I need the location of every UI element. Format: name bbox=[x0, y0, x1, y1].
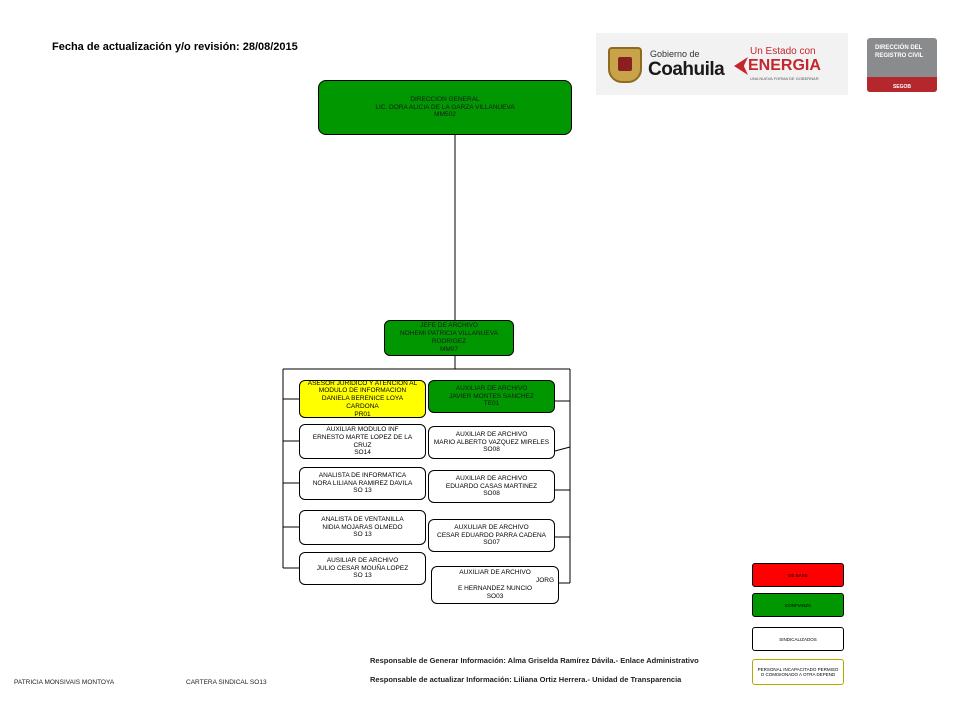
aux-modulo-title: AUXILIAR MODULO INF bbox=[326, 425, 399, 433]
box-auxiliar-parra: AUXULIAR DE ARCHIVO CESAR EDUARDO PARRA … bbox=[428, 519, 555, 552]
asesor-name-2: CARDONA bbox=[346, 402, 379, 410]
registro-line1: DIRECCIÓN DEL bbox=[875, 45, 923, 51]
legend-personal-incapacitado: PERSONAL INCAPACITADO PERMISO O COMISION… bbox=[752, 659, 844, 685]
aux-montes-name: JAVIER MONTES SANCHEZ bbox=[449, 392, 534, 400]
aux-parra-code: SO07 bbox=[483, 539, 500, 547]
aux-mouna-title: AUSILIAR DE ARCHIVO bbox=[326, 556, 399, 564]
analista-inf-code: SO 13 bbox=[353, 487, 372, 495]
aux-modulo-name-2: CRUZ bbox=[353, 441, 372, 449]
box-auxiliar-vazquez: AUXILIAR DE ARCHIVO MARIO ALBERTO VAZQUE… bbox=[428, 426, 555, 459]
aux-hernandez-code: SO03 bbox=[486, 592, 504, 600]
legend-personal-line2: O COMISIONADO A OTRA DEPEND bbox=[760, 672, 836, 677]
responsable-generar: Responsable de Generar Información: Alma… bbox=[370, 656, 699, 665]
energia-tagline: UNA NUEVA FORMA DE GOBERNAR bbox=[750, 76, 819, 81]
footer-cartera: CARTERA SINDICAL SO13 bbox=[186, 679, 267, 686]
box-direccion-general: DIRECCION GENERAL LIC. DORA ALICIA DE LA… bbox=[318, 80, 572, 135]
box-auxiliar-mouna: AUSILIAR DE ARCHIVO JULIO CESAR MOUÑA LO… bbox=[299, 552, 426, 585]
box-asesor-juridico: ASESOR JURIDICO Y ATENCION AL MODULO DE … bbox=[299, 380, 426, 418]
footer-name: PATRICIA MONSIVAIS MONTOYA bbox=[14, 679, 115, 686]
analista-vent-title: ANALISTA DE VENTANILLA bbox=[321, 515, 404, 523]
aux-mouna-name: JULIO CESAR MOUÑA LOPEZ bbox=[316, 564, 409, 572]
aux-vazquez-name: MARIO ALBERTO VAZQUEZ MIRELES bbox=[433, 438, 550, 446]
aux-casas-title: AUXILIAR DE ARCHIVO bbox=[455, 474, 528, 482]
analista-vent-name: NIDIA MOJARAS OLMEDO bbox=[322, 523, 403, 531]
asesor-title-2: MODULO DE INFORMACION bbox=[318, 387, 407, 395]
gobierno-small-text: Gobierno de bbox=[650, 49, 700, 59]
aux-montes-title: AUXILIAR DE ARCHIVO bbox=[455, 384, 528, 392]
director-name: LIC. DORA ALICIA DE LA GARZA VILLANUEVA bbox=[375, 103, 515, 111]
update-date: Fecha de actualización y/o revisión: 28/… bbox=[52, 41, 298, 53]
legend-personal-line1: PERSONAL INCAPACITADO PERMISO bbox=[757, 667, 839, 672]
energia-big-text: ENERGIA bbox=[748, 57, 821, 74]
aux-hernandez-name-2: E HERNANDEZ NUNCIO bbox=[457, 585, 533, 592]
box-auxiliar-hernandez: AUXILIAR DE ARCHIVO JORG E HERNANDEZ NUN… bbox=[431, 566, 559, 604]
logo-strip: Gobierno de Coahuila Un Estado con ENERG… bbox=[596, 33, 848, 95]
director-title: DIRECCION GENERAL bbox=[410, 95, 480, 103]
registro-line2: REGISTRO CIVIL bbox=[875, 53, 924, 59]
box-jefe-archivo: JEFE DE ARCHIVO NOHEMI PATRICIA VILLANUE… bbox=[384, 320, 514, 356]
aux-parra-name: CESAR EDUARDO PARRA CADENA bbox=[437, 531, 546, 539]
aux-modulo-name-1: ERNESTO MARTE LOPEZ DE LA bbox=[312, 433, 413, 441]
aux-modulo-code: SO14 bbox=[354, 449, 371, 457]
gobierno-coahuila-logo: Gobierno de Coahuila bbox=[608, 43, 734, 87]
estado-energia-logo: Un Estado con ENERGIA UNA NUEVA FORMA DE… bbox=[734, 43, 832, 87]
responsable-actualizar: Responsable de actualizar Información: L… bbox=[370, 675, 682, 684]
legend-de-base: DE BASE bbox=[752, 563, 844, 587]
director-code: MM502 bbox=[434, 111, 456, 119]
gobierno-big-text: Coahuila bbox=[648, 59, 725, 80]
box-auxiliar-modulo: AUXILIAR MODULO INF ERNESTO MARTE LOPEZ … bbox=[299, 424, 426, 459]
asesor-name-1: DANIELA BERENICE LOYA bbox=[321, 395, 404, 403]
analista-vent-code: SO 13 bbox=[353, 531, 372, 539]
jefe-name-2: RODRIGEZ bbox=[431, 338, 467, 345]
jefe-name-1: NOHEMI PATRICIA VILLANUEVA bbox=[400, 330, 498, 338]
aux-hernandez-title: AUXILIAR DE ARCHIVO bbox=[459, 569, 531, 577]
connector-right-2 bbox=[554, 446, 571, 452]
jefe-code: MM07 bbox=[439, 345, 459, 353]
asesor-title-1: ASESOR JURIDICO Y ATENCION AL bbox=[307, 379, 418, 387]
box-analista-informatica: ANALISTA DE INFORMATICA NORA LILIANA RAM… bbox=[299, 467, 426, 500]
registro-civil-logo: DIRECCIÓN DEL REGISTRO CIVIL SEGOB bbox=[867, 38, 937, 92]
legend-sindicalizados: SINDICALIZADOS bbox=[752, 627, 844, 651]
analista-inf-name: NORA LILIANA RAMIREZ DAVILA bbox=[312, 479, 413, 487]
registro-red-bar bbox=[867, 77, 937, 92]
aux-parra-title: AUXULIAR DE ARCHIVO bbox=[454, 523, 529, 531]
aux-montes-code: TE01 bbox=[483, 400, 500, 408]
legend-confianza: CONFIANZA bbox=[752, 593, 844, 617]
energia-small-text: Un Estado con bbox=[750, 46, 816, 57]
jefe-title: JEFE DE ARCHIVO bbox=[420, 322, 478, 330]
aux-casas-name: EDUARDO CASAS MARTINEZ bbox=[445, 482, 538, 490]
asesor-code: PR01 bbox=[354, 410, 371, 418]
coahuila-seal-icon bbox=[608, 47, 642, 83]
registro-segob: SEGOB bbox=[892, 84, 912, 90]
aux-vazquez-code: SO08 bbox=[483, 446, 500, 454]
aux-vazquez-title: AUXILIAR DE ARCHIVO bbox=[455, 430, 528, 438]
aux-casas-code: SO08 bbox=[483, 490, 500, 498]
aux-hernandez-name-1: JORG bbox=[535, 577, 554, 585]
box-analista-ventanilla: ANALISTA DE VENTANILLA NIDIA MOJARAS OLM… bbox=[299, 510, 426, 545]
box-auxiliar-montes: AUXILIAR DE ARCHIVO JAVIER MONTES SANCHE… bbox=[428, 380, 555, 413]
box-auxiliar-casas: AUXILIAR DE ARCHIVO EDUARDO CASAS MARTIN… bbox=[428, 470, 555, 503]
analista-inf-title: ANALISTA DE INFORMATICA bbox=[318, 471, 407, 479]
aux-mouna-code: SO 13 bbox=[353, 572, 372, 580]
